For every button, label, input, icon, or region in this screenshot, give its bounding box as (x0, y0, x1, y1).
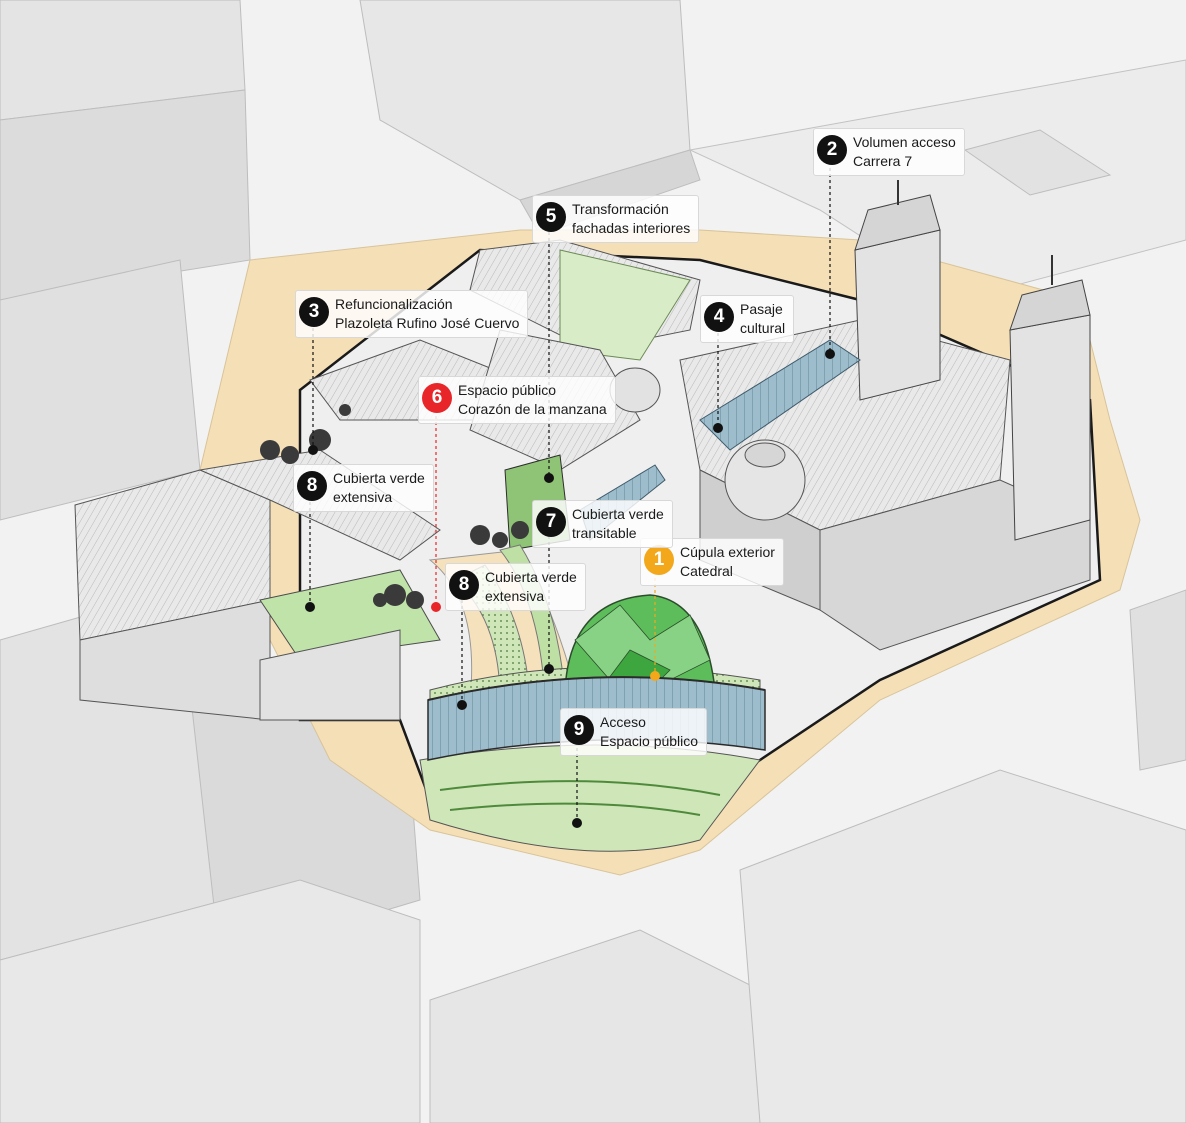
callout-line2: Plazoleta Rufino José Cuervo (335, 315, 520, 331)
callout-interior-facades: 5 Transformación fachadas interiores (532, 195, 700, 243)
callout-line2: extensiva (485, 588, 545, 604)
callout-line1: Cubierta verde (485, 569, 577, 585)
west-wing-buildings (74, 339, 521, 721)
leader-lines (309, 162, 831, 822)
callout-badge: 6 (422, 383, 452, 413)
callout-cultural-passage: 4 Pasaje cultural (700, 295, 795, 343)
callout-badge: 2 (817, 135, 847, 165)
callout-badge: 4 (704, 302, 734, 332)
callout-line2: cultural (740, 320, 786, 336)
target-dots (305, 349, 835, 828)
callout-line1: Acceso (600, 714, 646, 730)
callout-line1: Cúpula exterior (680, 544, 775, 560)
callout-badge: 9 (564, 715, 594, 745)
callout-line2: fachadas interiores (572, 220, 691, 236)
callout-line2: transitable (572, 525, 637, 541)
callout-line2: Carrera 7 (853, 153, 913, 169)
callout-badge: 8 (449, 570, 479, 600)
callout-line1: Pasaje (740, 301, 783, 317)
callout-line1: Espacio público (458, 382, 557, 398)
callout-line2: Corazón de la manzana (458, 401, 607, 417)
cathedral (609, 180, 1091, 651)
callout-extensive-green-roof-courtyard: 8 Cubierta verde extensiva (445, 563, 586, 611)
callout-line2: Catedral (680, 563, 733, 579)
callout-badge: 3 (299, 297, 329, 327)
callout-line1: Transformación (572, 201, 669, 217)
callout-badge: 7 (536, 507, 566, 537)
callout-walkable-green-roof: 7 Cubierta verde transitable (532, 500, 673, 548)
callout-badge: 8 (297, 471, 327, 501)
trees (260, 404, 529, 609)
callout-line1: Cubierta verde (572, 506, 664, 522)
callout-line2: extensiva (333, 489, 393, 505)
callout-line2: Espacio público (600, 733, 699, 749)
callout-line1: Refuncionalización (335, 296, 453, 312)
callout-line1: Cubierta verde (333, 470, 425, 486)
callout-badge: 1 (644, 545, 674, 575)
callout-line1: Volumen acceso (853, 134, 956, 150)
callout-badge: 5 (536, 202, 566, 232)
callout-extensive-green-roof-west: 8 Cubierta verde extensiva (293, 464, 434, 512)
